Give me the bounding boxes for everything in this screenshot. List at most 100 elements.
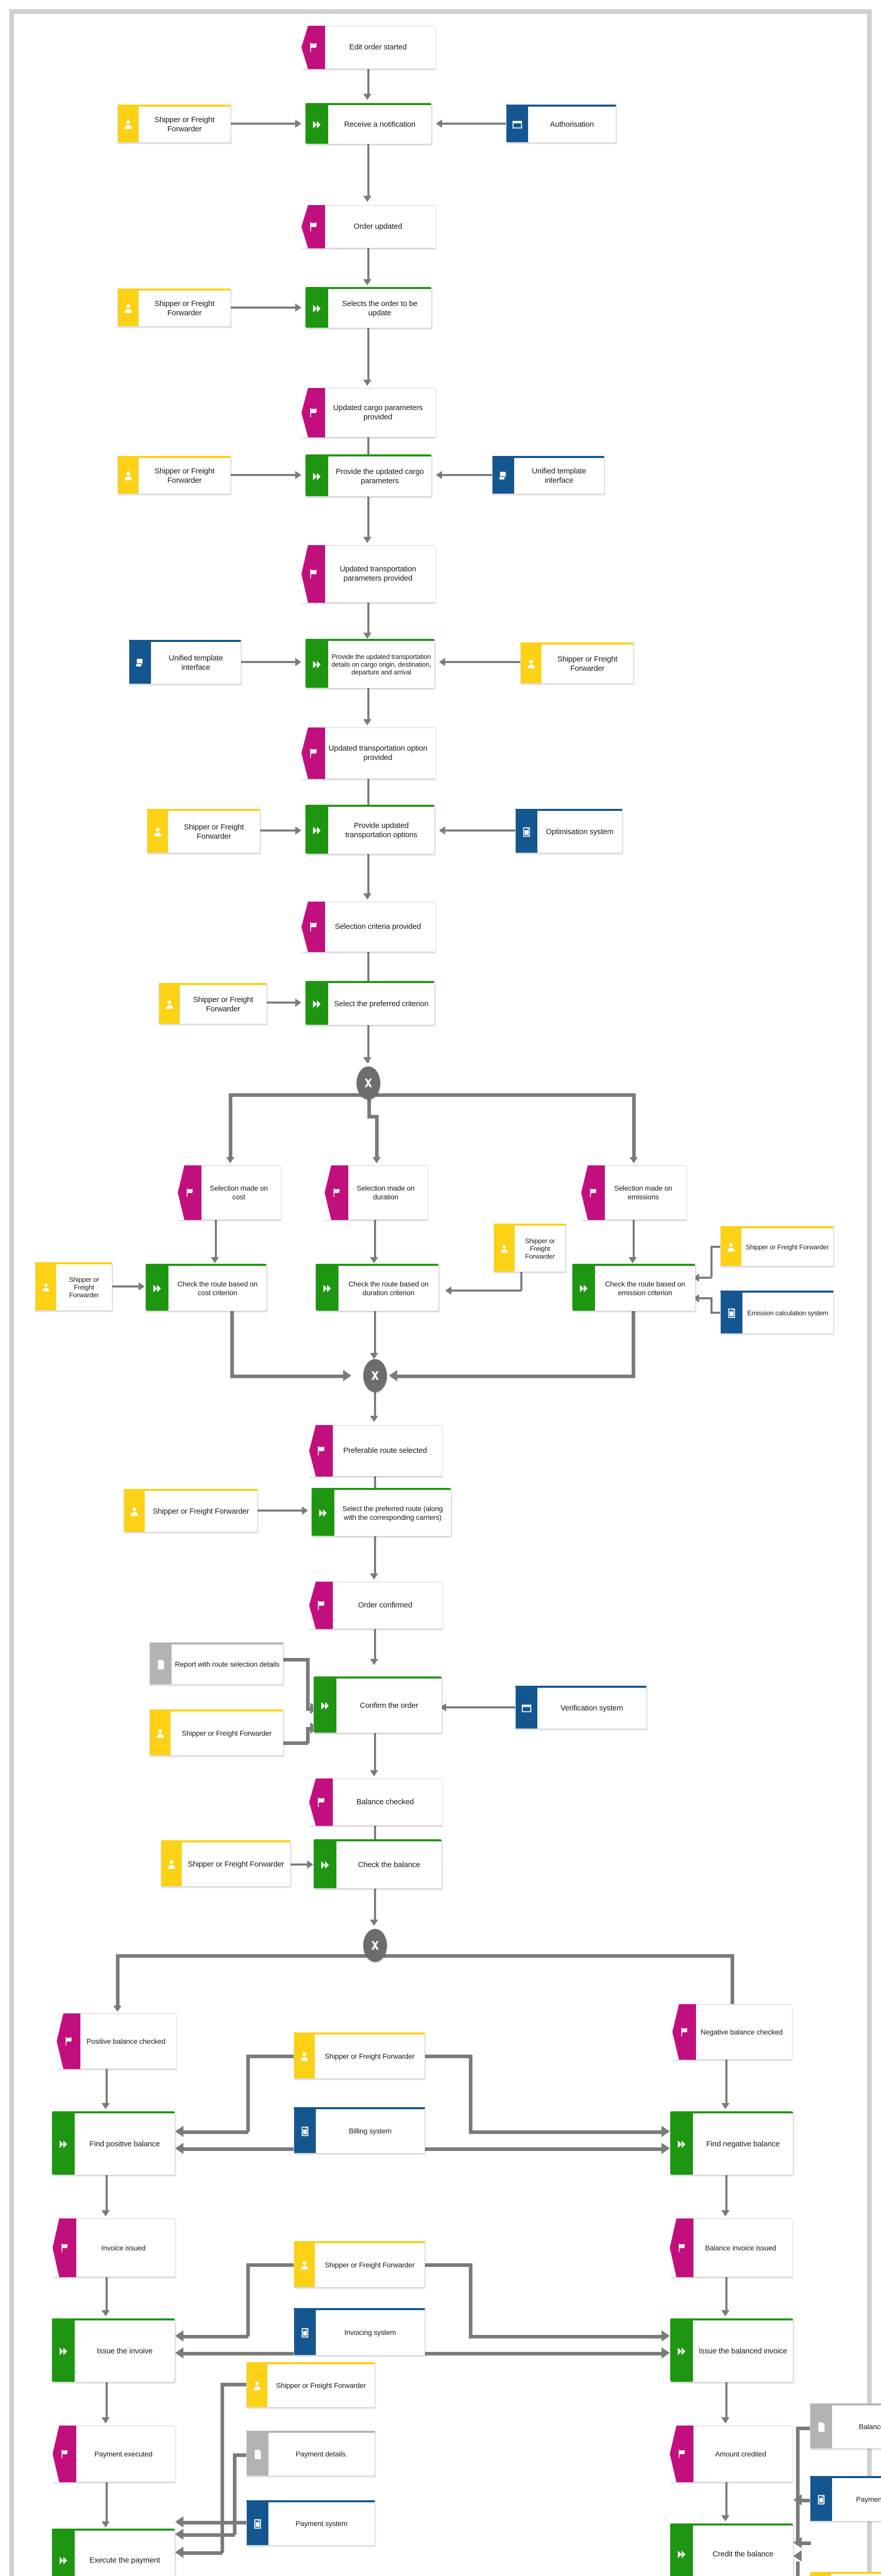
system-unified-template-interface-1[interactable]: Unified template interface	[492, 456, 604, 494]
event-negative-balance-checked[interactable]: Negative balance checked	[672, 2004, 792, 2060]
org-shipper-freight-forwarder-duration[interactable]: Shipper or Freight Forwarder	[494, 1224, 566, 1272]
connector	[442, 123, 506, 125]
event-order-confirmed[interactable]: Order confirmed	[309, 1582, 442, 1629]
function-find-negative-balance[interactable]: Find negative balance	[670, 2111, 793, 2175]
event-updated-cargo-parameters-provided[interactable]: Updated cargo parameters provided	[301, 388, 435, 437]
flag-icon	[301, 902, 325, 952]
event-updated-transportation-option-provided[interactable]: Updated transportation option provided	[301, 727, 435, 779]
function-receive-a-notification[interactable]: Receive a notification	[305, 103, 432, 144]
event-balance-checked[interactable]: Balance checked	[309, 1778, 442, 1826]
system-authorisation[interactable]: Authorisation	[506, 105, 616, 143]
org-shipper-freight-forwarder-12[interactable]: Shipper or Freight Forwarder	[246, 2362, 375, 2408]
org-shipper-freight-forwarder-4[interactable]: Shipper or Freight Forwarder	[520, 642, 634, 684]
event-label: Edit order started	[349, 43, 407, 52]
event-amount-credited[interactable]: Amount credited	[670, 2426, 792, 2482]
event-positive-balance-checked[interactable]: Positive balance checked	[57, 2013, 176, 2069]
arrow-down	[370, 1573, 378, 1580]
function-check-the-balance[interactable]: Check the balance	[313, 1839, 442, 1889]
arrow-down	[370, 1416, 378, 1422]
function-check-route-emission[interactable]: Check the route based on emission criter…	[572, 1264, 696, 1311]
connector	[367, 248, 369, 281]
arrow-left	[439, 826, 445, 835]
document-payment-details[interactable]: Payment details.	[246, 2431, 375, 2476]
org-shipper-freight-forwarder-6[interactable]: Shipper or Freight Forwarder	[159, 983, 267, 1024]
document-balance-details[interactable]: Balance details	[810, 2403, 881, 2449]
document-report-with-route-selection-details[interactable]: Report with route selection details	[149, 1642, 283, 1685]
event-edit-order-started[interactable]: Edit order started	[301, 26, 435, 69]
connector	[374, 1311, 376, 1355]
event-balance-invoice-issued[interactable]: Balance invoice issued	[670, 2218, 792, 2277]
event-selection-made-on-cost[interactable]: Selection made on cost	[178, 1165, 281, 1220]
arrow-down	[630, 1157, 638, 1163]
system-label: Verification system	[560, 1703, 623, 1713]
function-check-route-duration[interactable]: Check the route based on duration criter…	[315, 1264, 439, 1311]
function-select-the-preferred-criterion[interactable]: Select the preferred criterion	[305, 981, 435, 1025]
system-label: Billing system	[349, 2127, 392, 2136]
event-preferable-route-selected[interactable]: Preferable route selected	[309, 1425, 442, 1477]
arrow-down	[370, 1659, 378, 1665]
connector	[446, 1706, 515, 1708]
org-shipper-freight-forwarder-3[interactable]: Shipper or Freight Forwarder	[117, 456, 231, 494]
org-shipper-freight-forwarder-cost[interactable]: Shipper or Freight Forwarder	[35, 1262, 112, 1311]
system-billing-system[interactable]: Billing system	[294, 2107, 425, 2154]
arrow-left	[793, 2537, 802, 2548]
function-label: Select the preferred route (along with t…	[342, 1504, 443, 1521]
org-shipper-freight-forwarder-10[interactable]: Shipper or Freight Forwarder	[294, 2032, 425, 2079]
gateway-xor-join-criteria[interactable]	[363, 1359, 387, 1392]
function-confirm-the-order[interactable]: Confirm the order	[313, 1676, 442, 1733]
function-select-the-preferred-route[interactable]: Select the preferred route (along with t…	[311, 1488, 451, 1536]
function-provide-updated-transportation-options[interactable]: Provide updated transportation options	[305, 805, 435, 854]
function-issue-the-invoice[interactable]: Issue the invoive	[52, 2318, 175, 2382]
double-chevron-icon	[306, 807, 328, 854]
double-chevron-icon	[316, 1266, 338, 1311]
org-shipper-freight-forwarder-13[interactable]: Shipper or Freight Forwarder	[810, 2572, 881, 2576]
gateway-xor-split-balance[interactable]	[363, 1929, 387, 1962]
system-emission-calculation-system[interactable]: Emission calculation system	[720, 1291, 834, 1334]
system-verification-system[interactable]: Verification system	[515, 1686, 647, 1729]
system-payment-system-2[interactable]: Payment System	[810, 2476, 881, 2521]
arrow-right	[662, 2347, 670, 2359]
org-shipper-freight-forwarder-5[interactable]: Shipper or Freight Forwarder	[147, 809, 260, 853]
connector	[632, 1311, 635, 1378]
org-label: Shipper or Freight Forwarder	[153, 1506, 249, 1516]
function-issue-the-balanced-invoice[interactable]: Issue the balanced invoice	[670, 2318, 793, 2382]
connector	[267, 1002, 298, 1004]
document-label: Payment details.	[295, 2450, 348, 2459]
connector	[632, 1093, 636, 1160]
event-order-updated[interactable]: Order updated	[301, 205, 435, 248]
function-provide-updated-transportation-details[interactable]: Provide the updated transportation detai…	[305, 639, 435, 688]
org-shipper-freight-forwarder-emission[interactable]: Shipper or Freight Forwarder	[720, 1226, 834, 1266]
gateway-xor-split-criteria[interactable]	[357, 1066, 380, 1099]
function-execute-the-payment[interactable]: Execute the payment	[52, 2529, 175, 2576]
system-payment-system-1[interactable]: Payment system	[246, 2500, 375, 2546]
function-credit-the-balance[interactable]: Credit the balance	[670, 2523, 793, 2576]
system-invoicing-system[interactable]: Invoicing system	[294, 2308, 425, 2355]
person-icon	[494, 1226, 515, 1272]
org-shipper-freight-forwarder-9[interactable]: Shipper or Freight Forwarder	[161, 1840, 291, 1887]
system-optimisation-system[interactable]: Optimisation system	[515, 809, 622, 853]
org-shipper-freight-forwarder-7[interactable]: Shipper or Freight Forwarder	[124, 1489, 258, 1532]
org-shipper-freight-forwarder-2[interactable]: Shipper or Freight Forwarder	[117, 289, 231, 327]
event-payment-executed[interactable]: Payment executed	[53, 2426, 175, 2482]
function-selects-the-order-to-be-update[interactable]: Selects the order to be update	[305, 287, 432, 328]
event-selection-made-on-emissions[interactable]: Selection made on emissions	[581, 1165, 686, 1220]
function-provide-the-updated-cargo-parameters[interactable]: Provide the updated cargo parameters	[305, 454, 432, 497]
connector	[229, 1093, 232, 1160]
connector	[367, 497, 369, 539]
connector	[306, 1658, 310, 1711]
person-icon	[159, 985, 180, 1024]
org-shipper-freight-forwarder-11[interactable]: Shipper or Freight Forwarder	[294, 2241, 425, 2287]
function-check-route-cost[interactable]: Check the route based on cost criterion	[145, 1264, 267, 1311]
event-updated-transportation-parameters-provided[interactable]: Updated transportation parameters provid…	[301, 545, 435, 603]
system-unified-template-interface-2[interactable]: Unified template interface	[129, 640, 241, 684]
event-invoice-issued[interactable]: Invoice issued	[53, 2218, 175, 2277]
org-shipper-freight-forwarder-8[interactable]: Shipper or Freight Forwarder	[149, 1709, 283, 1756]
arrow-down	[370, 1920, 378, 1926]
function-find-positive-balance[interactable]: Find positive balance	[52, 2111, 175, 2175]
event-selection-criteria-provided[interactable]: Selection criteria provided	[301, 902, 435, 952]
arrow-left	[175, 2126, 183, 2137]
org-shipper-freight-forwarder-1[interactable]: Shipper or Freight Forwarder	[117, 105, 231, 143]
connector	[374, 1220, 376, 1259]
event-selection-made-on-duration[interactable]: Selection made on duration	[325, 1165, 428, 1220]
connector	[181, 2352, 294, 2355]
